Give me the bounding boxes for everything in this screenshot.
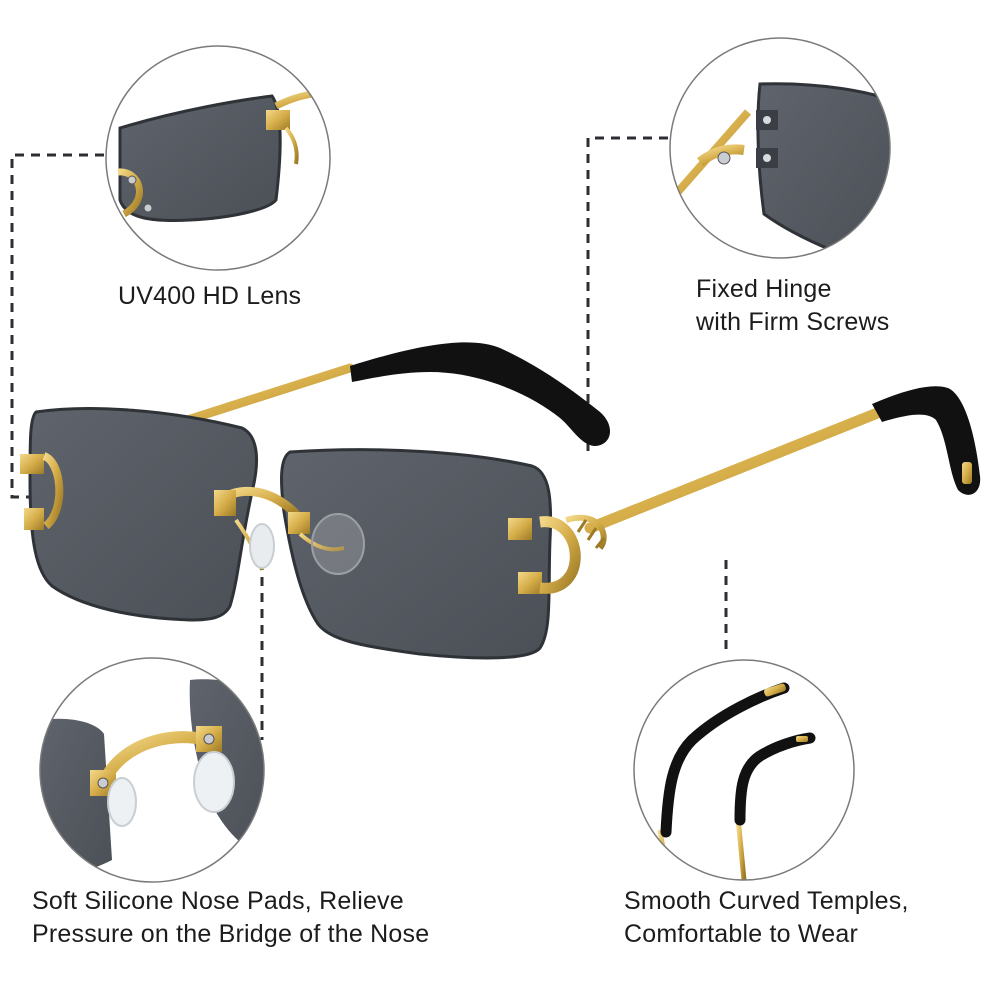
right-temple-tip (872, 386, 981, 495)
caption-hinge: Fixed Hinge with Firm Screws (696, 273, 889, 339)
left-nose-pad (249, 523, 275, 569)
right-nose-pad (311, 513, 365, 575)
caption-hinge-line-2: with Firm Screws (696, 308, 890, 336)
right-lens (280, 448, 553, 660)
caption-nose-pads: Soft Silicone Nose Pads, Relieve Pressur… (32, 885, 429, 951)
right-temple-arm (584, 406, 886, 534)
left-temple-tip (350, 342, 611, 446)
caption-temples: Smooth Curved Temples, Comfortable to We… (624, 885, 909, 951)
callout-line-hinge (586, 136, 668, 455)
sunglasses-product-icon (20, 342, 981, 660)
caption-temple-line-2: Comfortable to Wear (624, 920, 858, 948)
caption-lens-line-1: UV400 HD Lens (118, 282, 302, 310)
caption-nose-line-2: Pressure on the Bridge of the Nose (32, 920, 430, 948)
hinge-closeup-icon (669, 37, 891, 259)
callout-lines (10, 136, 728, 740)
left-hinge (20, 452, 64, 530)
caption-hinge-line-1: Fixed Hinge (696, 275, 832, 303)
temple-tip-closeup-icon (633, 659, 855, 881)
right-hinge (508, 514, 607, 594)
callout-line-lens (10, 153, 104, 499)
caption-lens: UV400 HD Lens (118, 280, 301, 313)
nose-pad-closeup-icon (39, 657, 265, 883)
right-temple-inlay (962, 462, 972, 484)
caption-temple-line-1: Smooth Curved Temples, (624, 887, 909, 915)
lens-closeup-icon (105, 45, 331, 271)
caption-nose-line-1: Soft Silicone Nose Pads, Relieve (32, 887, 404, 915)
